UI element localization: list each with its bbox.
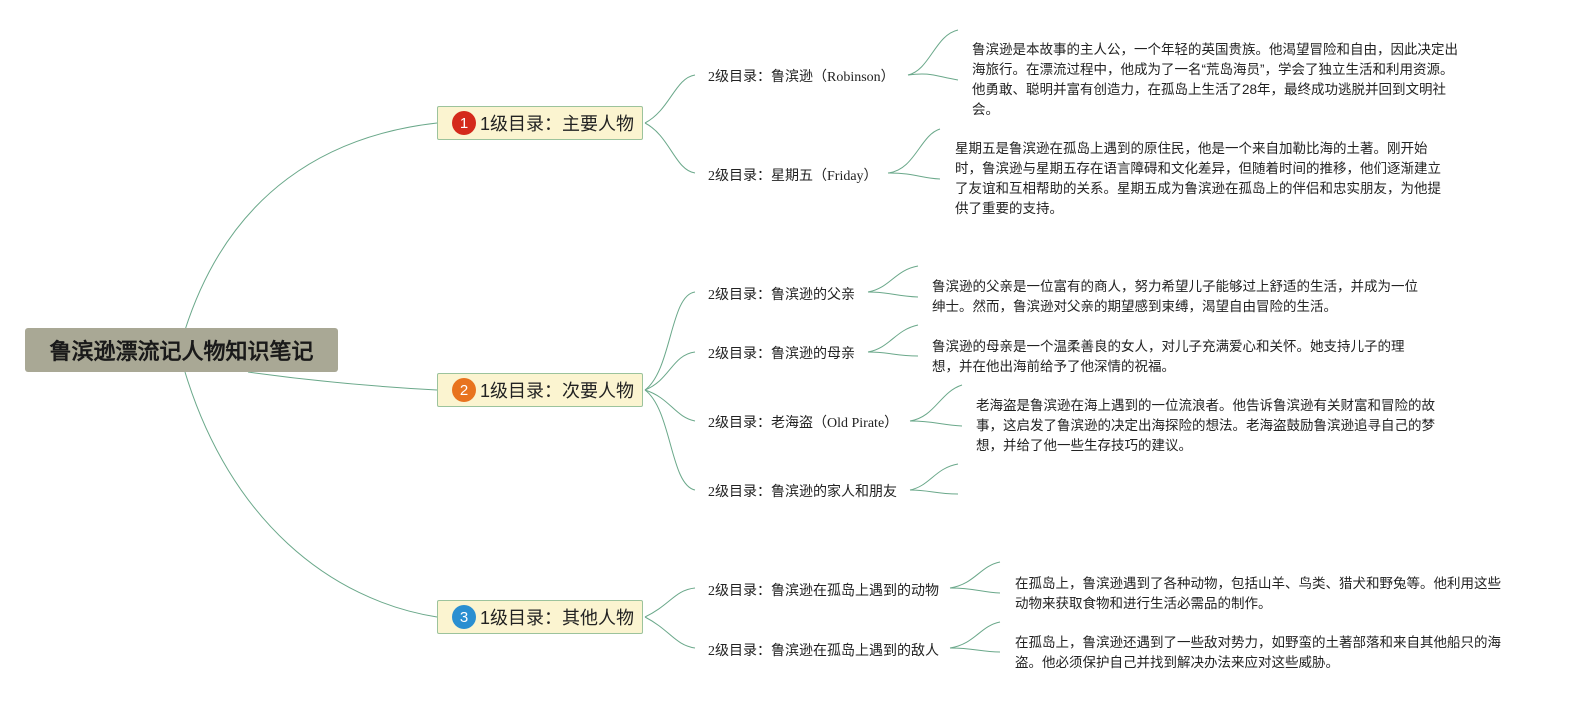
number-badge-2: 2	[452, 378, 476, 402]
subtopic-family-friends[interactable]: 2级目录：鲁滨逊的家人和朋友	[708, 485, 897, 500]
note-animals: 在孤岛上，鲁滨逊遇到了各种动物，包括山羊、鸟类、猎犬和野兔等。他利用这些动物来获…	[1015, 576, 1501, 611]
topic-label: 1级目录：次要人物	[480, 381, 635, 401]
topic-other-characters[interactable]: 3 1级目录：其他人物	[437, 600, 643, 634]
subtopic-robinson[interactable]: 2级目录：鲁滨逊（Robinson）	[708, 70, 895, 85]
topic-label: 1级目录：主要人物	[480, 114, 635, 134]
subtopic-father[interactable]: 2级目录：鲁滨逊的父亲	[708, 288, 855, 303]
subtopic-old-pirate[interactable]: 2级目录：老海盗（Old Pirate）	[708, 416, 899, 431]
topic-secondary-characters[interactable]: 2 1级目录：次要人物	[437, 373, 643, 407]
number-badge-1: 1	[452, 111, 476, 135]
note-father: 鲁滨逊的父亲是一位富有的商人，努力希望儿子能够过上舒适的生活，并成为一位绅士。然…	[932, 279, 1418, 314]
root-topic[interactable]: 鲁滨逊漂流记人物知识笔记	[25, 328, 338, 372]
note-old-pirate: 老海盗是鲁滨逊在海上遇到的一位流浪者。他告诉鲁滨逊有关财富和冒险的故事，这启发了…	[976, 398, 1435, 453]
note-robinson: 鲁滨逊是本故事的主人公，一个年轻的英国贵族。他渴望冒险和自由，因此决定出海旅行。…	[972, 42, 1458, 117]
topic-label: 1级目录：其他人物	[480, 608, 635, 628]
note-mother: 鲁滨逊的母亲是一个温柔善良的女人，对儿子充满爱心和关怀。她支持儿子的理想，并在他…	[932, 339, 1405, 374]
note-enemies: 在孤岛上，鲁滨逊还遇到了一些敌对势力，如野蛮的土著部落和来自其他船只的海盗。他必…	[1015, 635, 1501, 670]
number-badge-3: 3	[452, 605, 476, 629]
root-title: 鲁滨逊漂流记人物知识笔记	[49, 339, 314, 364]
subtopic-mother[interactable]: 2级目录：鲁滨逊的母亲	[708, 347, 855, 362]
topic-main-characters[interactable]: 1 1级目录：主要人物	[437, 106, 643, 140]
subtopic-animals[interactable]: 2级目录：鲁滨逊在孤岛上遇到的动物	[708, 584, 939, 599]
subtopic-enemies[interactable]: 2级目录：鲁滨逊在孤岛上遇到的敌人	[708, 644, 939, 659]
subtopic-friday[interactable]: 2级目录：星期五（Friday）	[708, 169, 878, 184]
note-friday: 星期五是鲁滨逊在孤岛上遇到的原住民，他是一个来自加勒比海的土著。刚开始时，鲁滨逊…	[955, 141, 1441, 216]
